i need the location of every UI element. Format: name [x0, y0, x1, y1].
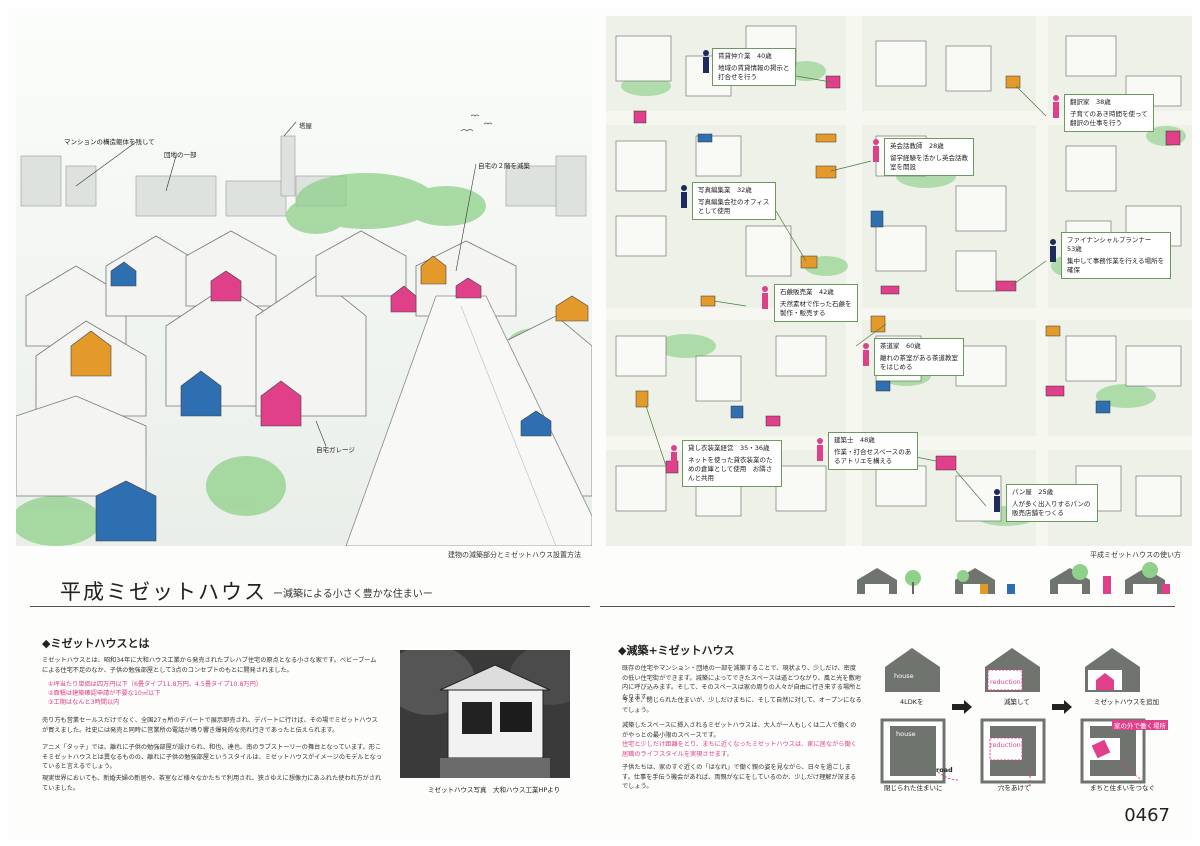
section1-paragraph-1: ミゼットハウスとは、昭和34年に大和ハウス工業から発売されたプレハブ住宅の原点と…	[42, 657, 377, 674]
annotation-mansion: マンションの構造躯体を残して	[64, 138, 155, 146]
page-subtitle: ー減築による小さく豊かな住まいー	[273, 589, 433, 600]
callout-financial-planner: ファイナンシャルプランナー 53歳 集中して事務作業を行える場所を確保	[1061, 232, 1171, 279]
section1-paragraph-2: 売り方も営業セールスだけでなく、全国27ヵ所のデパートで展示即売され、デパートに…	[42, 717, 378, 734]
diagram-reduction-label-2: reduction!	[990, 741, 1024, 749]
section2-paragraph-3: 減築したスペースに挿入されるミゼットハウスは、大人が一人もしくは二人で働くのがや…	[622, 722, 857, 739]
section2-paragraph-4: 住宅と少しだけ距離をとり、まちに近くなったミゼットハウスは、家に居ながら働く居職…	[622, 741, 857, 758]
left-sheet: マンションの構造躯体を残して 団地の一部 塔屋 自宅の２階を減築 自宅ガレージ …	[8, 8, 600, 840]
callout-desc: 離れの茶室がある茶道教室をはじめる	[880, 354, 958, 371]
section2-paragraph-2: 今まで、閉じられた住まいが、少しだけまちに、そして自然に対して、オープンになるで…	[622, 697, 862, 714]
callout-desc: 写真編集会社のオフィスとして使用	[698, 198, 770, 215]
section1-concept-3: ③工期はなんと3時間以内	[48, 699, 120, 706]
right-sheet: 賃貸仲介業 40歳 地域の賃貸情報の掲示と打合せを行う 翻訳家 38歳 子育ての…	[600, 8, 1192, 840]
diagram-step3-top: ミゼットハウスを追加	[1094, 698, 1159, 706]
photo-caption: ミゼットハウス写真 大和ハウス工業HPより	[428, 786, 561, 794]
callout-job: ファイナンシャルプランナー 53歳	[1067, 236, 1158, 253]
diagram-reduction-label-1: reduction!	[990, 678, 1024, 686]
diagram-step1-bottom: 閉じられた住まいに	[884, 784, 943, 792]
diagram-step2-top: 減築して	[1004, 698, 1030, 706]
title-rule	[30, 606, 590, 607]
block-map: 賃貸仲介業 40歳 地域の賃貸情報の掲示と打合せを行う 翻訳家 38歳 子育ての…	[606, 16, 1192, 546]
callout-job: 石鹸販売業 42歳	[780, 288, 834, 296]
callout-desc: 天然素材で作った石鹸を製作・販売する	[780, 300, 852, 317]
diagram-step3-bottom: まちと住まいをつなぐ	[1090, 784, 1155, 792]
page-number: 0467	[1124, 805, 1170, 826]
diagram-house-plan-label: house	[896, 730, 916, 738]
midget-house-photo	[400, 650, 570, 778]
callout-job: 建築士 48歳	[834, 436, 875, 444]
title-rule-right	[600, 606, 1175, 607]
section2-paragraph-1: 既存の住宅やマンション・団地の一部を減築することで、現状より、少しだけ、密度の低…	[622, 665, 862, 701]
callout-job: 貸し衣装業経営 35・36歳	[688, 444, 770, 452]
callout-job: 茶道家 60歳	[880, 342, 921, 350]
callout-desc: 集中して事務作業を行える場所を確保	[1067, 257, 1165, 274]
callout-english-teacher: 英会話教師 28歳 留学経験を活かし英会話教室を開設	[884, 138, 974, 176]
callout-desc: 作業・打合せスペースのあるアトリエを構える	[834, 448, 912, 465]
section-heading-reduction: ◆減築+ミゼットハウス	[618, 644, 735, 657]
town-illustration: マンションの構造躯体を残して 団地の一部 塔屋 自宅の２階を減築 自宅ガレージ	[16, 16, 592, 546]
map-caption: 平成ミゼットハウスの使い方	[1090, 551, 1181, 559]
diagram-step2-bottom: 穴をあけて	[998, 784, 1031, 792]
house-strip-graphic	[857, 562, 1170, 594]
annotation-tower: 塔屋	[299, 122, 312, 130]
diagram-workplace-label: 家の外で働く場所	[1112, 720, 1168, 730]
callout-architect: 建築士 48歳 作業・打合せスペースのあるアトリエを構える	[828, 432, 918, 470]
annotation-garage: 自宅ガレージ	[316, 446, 355, 454]
callout-job: 英会話教師 28歳	[890, 142, 944, 150]
diagram-step1-top: 4LDKを	[900, 698, 924, 706]
callout-desc: 留学経験を活かし英会話教室を開設	[890, 154, 968, 171]
callout-translator: 翻訳家 38歳 子育てのあき時間を使って翻訳の仕事を行う	[1064, 94, 1154, 132]
reduction-diagram	[880, 648, 1146, 786]
section2-paragraph-5: 子供たちは、家のすぐ近くの「はなれ」で働く親の姿を見ながら、日々を過ごします。仕…	[622, 764, 857, 790]
callout-job: パン屋 25歳	[1012, 488, 1054, 496]
illustration-caption: 建物の減築部分とミゼットハウス設置方法	[448, 551, 581, 559]
callout-photo-editor: 写真編集業 32歳 写真編集会社のオフィスとして使用	[692, 182, 776, 220]
photo-sketch	[400, 650, 570, 778]
callout-baker: パン屋 25歳 人が多く出入りするパンの販売店舗をつくる	[1006, 484, 1098, 522]
town-sketch	[16, 16, 592, 546]
callout-costume-rental: 貸し衣装業経営 35・36歳 ネットを使った貸衣装業のための倉庫として使用 お隣…	[682, 440, 782, 487]
diagram-house-label-1: house	[894, 672, 914, 680]
section1-paragraph-4: 現実世界においても、新婚夫婦の新居や、茶室など様々なかたちで利用され、狭さゆえに…	[42, 775, 382, 792]
callout-desc: 地域の賃貸情報の掲示と打合せを行う	[718, 64, 790, 81]
callout-soap-seller: 石鹸販売業 42歳 天然素材で作った石鹸を製作・販売する	[774, 284, 858, 322]
callout-rental-agent: 賃貸仲介業 40歳 地域の賃貸情報の掲示と打合せを行う	[712, 48, 796, 86]
callout-desc: 子育てのあき時間を使って翻訳の仕事を行う	[1070, 110, 1148, 127]
annotation-danchi: 団地の一部	[164, 151, 197, 159]
callout-job: 写真編集業 32歳	[698, 186, 752, 194]
callout-desc: 人が多く出入りするパンの販売店舗をつくる	[1012, 500, 1091, 517]
callout-tea-master: 茶道家 60歳 離れの茶室がある茶道教室をはじめる	[874, 338, 964, 376]
callout-job: 賃貸仲介業 40歳	[718, 52, 772, 60]
callout-desc: ネットを使った貸衣装業のための倉庫として使用 お隣さんと共用	[688, 456, 773, 482]
diagram-road-label: road	[936, 766, 953, 774]
page-title: 平成ミゼットハウス	[60, 580, 267, 604]
section1-concept-1: ①坪当たり単価は四万円以下（6畳タイプ11.8万円、4.5畳タイプ10.8万円）	[48, 681, 262, 688]
section1-paragraph-3: アニメ「タッチ」では、離れに子供の勉強部屋が設けられ、和也、達也、南のラブストー…	[42, 744, 382, 770]
section-heading-midget-house: ◆ミゼットハウスとは	[42, 637, 150, 650]
annotation-home-2f: 自宅の２階を減築	[478, 162, 530, 170]
section1-concept-2: ②面積は建築確認申請が不要な10㎡以下	[48, 690, 161, 697]
callout-job: 翻訳家 38歳	[1070, 98, 1111, 106]
